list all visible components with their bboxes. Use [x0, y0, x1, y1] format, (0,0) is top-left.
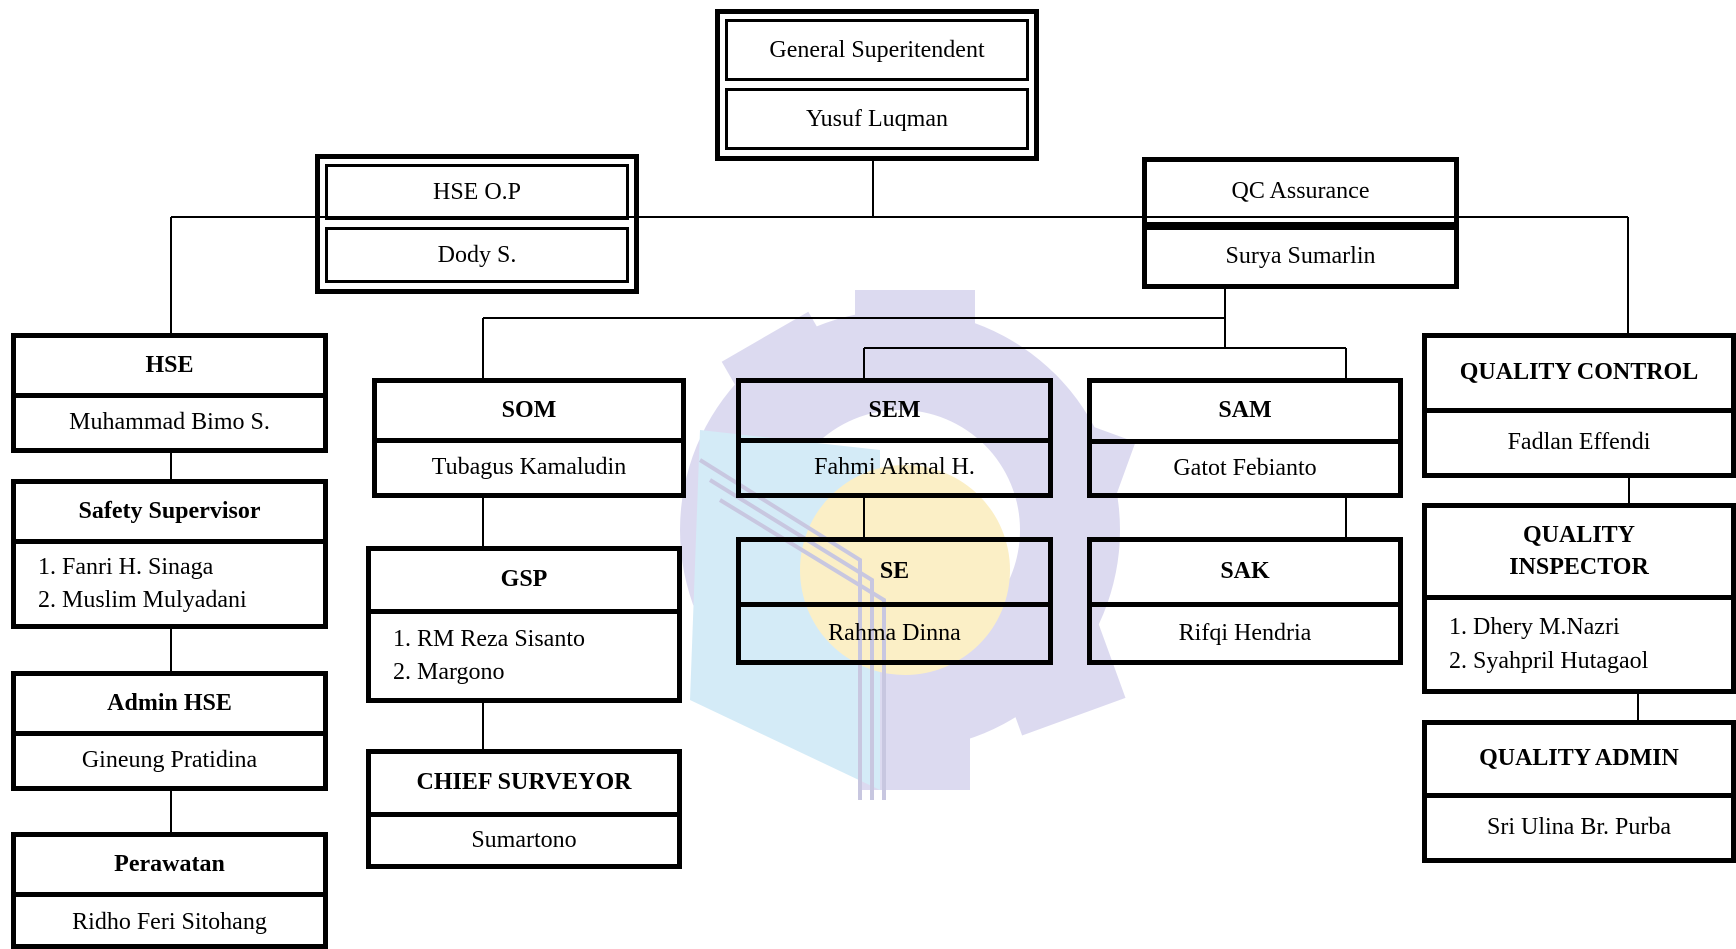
quality-control-title: QUALITY CONTROL	[1459, 359, 1699, 386]
safety-supervisor-names: 1. Fanri H. Sinaga 2. Muslim Mulyadani	[16, 539, 323, 624]
sam-box: SAM Gatot Febianto	[1087, 378, 1403, 498]
sem-title: SEM	[868, 396, 921, 423]
admin-hse-box: Admin HSE Gineung Pratidina	[11, 671, 328, 791]
perawatan-box: Perawatan Ridho Feri Sitohang	[11, 832, 328, 949]
perawatan-name: Ridho Feri Sitohang	[16, 892, 323, 949]
quality-inspector-name-1: 1. Dhery M.Nazri	[1449, 614, 1620, 641]
quality-inspector-names: 1. Dhery M.Nazri 2. Syahpril Hutagaol	[1427, 595, 1731, 689]
admin-hse-name: Gineung Pratidina	[16, 731, 323, 786]
admin-hse-title: Admin HSE	[107, 689, 232, 716]
se-title: SE	[879, 558, 910, 585]
quality-admin-name: Sri Ulina Br. Purba	[1427, 793, 1731, 858]
watermark-sun-shape	[800, 465, 1010, 675]
hse-name: Muhammad Bimo S.	[16, 393, 323, 448]
gsp-names: 1. RM Reza Sisanto 2. Margono	[371, 609, 677, 698]
safety-supervisor-name-2: 2. Muslim Mulyadani	[38, 587, 247, 613]
gsp-name-2: 2. Margono	[393, 659, 505, 685]
safety-supervisor-title: Safety Supervisor	[78, 497, 261, 524]
general-superintendent-title: General Superitendent	[725, 19, 1029, 81]
som-title: SOM	[501, 396, 557, 423]
safety-supervisor-name-1: 1. Fanri H. Sinaga	[38, 553, 214, 580]
gsp-title: GSP	[500, 566, 548, 593]
qc-assurance-title: QC Assurance	[1231, 178, 1370, 205]
chief-surveyor-box: CHIEF SURVEYOR Sumartono	[366, 749, 682, 869]
hse-op-title: HSE O.P	[325, 164, 629, 220]
general-superintendent-name: Yusuf Luqman	[725, 88, 1029, 150]
quality-inspector-box: QUALITY INSPECTOR 1. Dhery M.Nazri 2. Sy…	[1422, 503, 1736, 694]
chief-surveyor-name: Sumartono	[371, 812, 677, 864]
se-name: Rahma Dinna	[741, 602, 1048, 660]
gsp-name-1: 1. RM Reza Sisanto	[393, 625, 585, 652]
som-name: Tubagus Kamaludin	[377, 438, 681, 493]
qc-assurance-name: Surya Sumarlin	[1147, 222, 1454, 284]
hse-op-box: HSE O.P Dody S.	[315, 154, 639, 294]
quality-inspector-name-2: 2. Syahpril Hutagaol	[1449, 647, 1649, 674]
sak-title: SAK	[1220, 558, 1270, 585]
chief-surveyor-title: CHIEF SURVEYOR	[416, 769, 632, 796]
se-box: SE Rahma Dinna	[736, 537, 1053, 665]
hse-op-name: Dody S.	[325, 227, 629, 283]
qc-assurance-box: QC Assurance Surya Sumarlin	[1142, 157, 1459, 289]
quality-inspector-title: QUALITY INSPECTOR	[1509, 522, 1649, 580]
quality-control-box: QUALITY CONTROL Fadlan Effendi	[1422, 333, 1736, 478]
sem-box: SEM Fahmi Akmal H.	[736, 378, 1053, 498]
perawatan-title: Perawatan	[114, 850, 225, 877]
general-superintendent-box: General Superitendent Yusuf Luqman	[715, 9, 1039, 161]
safety-supervisor-box: Safety Supervisor 1. Fanri H. Sinaga 2. …	[11, 479, 328, 629]
quality-control-name: Fadlan Effendi	[1427, 408, 1731, 473]
sam-name: Gatot Febianto	[1092, 439, 1398, 493]
sem-name: Fahmi Akmal H.	[741, 438, 1048, 493]
sak-box: SAK Rifqi Hendria	[1087, 537, 1403, 665]
quality-admin-box: QUALITY ADMIN Sri Ulina Br. Purba	[1422, 720, 1736, 863]
quality-admin-title: QUALITY ADMIN	[1479, 745, 1679, 772]
som-box: SOM Tubagus Kamaludin	[372, 378, 686, 498]
hse-box: HSE Muhammad Bimo S.	[11, 333, 328, 453]
sak-name: Rifqi Hendria	[1092, 602, 1398, 660]
hse-title: HSE	[145, 351, 194, 378]
sam-title: SAM	[1218, 397, 1272, 424]
gsp-box: GSP 1. RM Reza Sisanto 2. Margono	[366, 546, 682, 703]
